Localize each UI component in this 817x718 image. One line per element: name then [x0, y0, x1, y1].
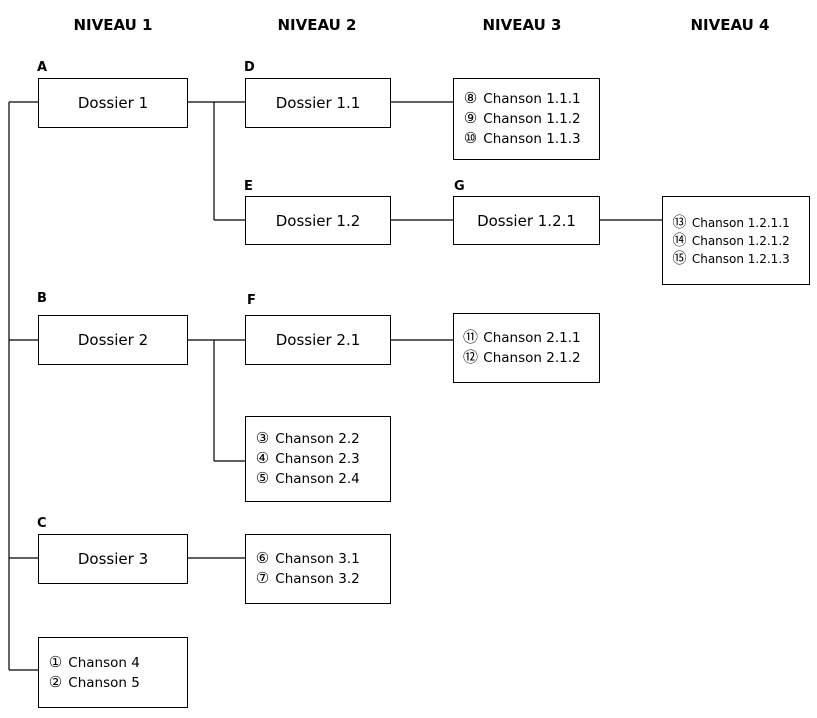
list-item[interactable]: ② Chanson 5 [47, 673, 187, 693]
folder-name: Dossier 1 [77, 94, 149, 112]
header-niveau-3: NIVEAU 3 [482, 16, 562, 34]
list-item[interactable]: ⑨ Chanson 1.1.2 [462, 109, 599, 129]
song-title: Chanson 3.2 [275, 571, 360, 587]
song-number-badge: ③ [255, 429, 270, 447]
folder-letter-e: E [244, 179, 253, 194]
song-title: Chanson 4 [68, 654, 140, 671]
list-item[interactable]: ⑭ Chanson 1.2.1.2 [671, 232, 809, 250]
list-item[interactable]: ⑫ Chanson 2.1.2 [462, 348, 599, 368]
song-title: Chanson 3.1 [275, 551, 360, 567]
list-item[interactable]: ⑪ Chanson 2.1.1 [462, 328, 599, 348]
song-number-badge: ⑤ [255, 469, 270, 487]
song-title: Chanson 2.2 [275, 431, 360, 447]
list-item[interactable]: ⑧ Chanson 1.1.1 [462, 89, 599, 109]
song-list-dossier-1-1: ⑧ Chanson 1.1.1 ⑨ Chanson 1.1.2 ⑩ Chanso… [453, 78, 600, 160]
song-title: Chanson 1.2.1.3 [691, 251, 790, 266]
list-item[interactable]: ⑮ Chanson 1.2.1.3 [671, 250, 809, 268]
song-number-badge: ⑥ [255, 549, 270, 567]
list-item[interactable]: ① Chanson 4 [47, 653, 187, 673]
song-title: Chanson 2.3 [275, 451, 360, 467]
folder-name: Dossier 1.2.1 [477, 211, 576, 230]
header-niveau-4: NIVEAU 4 [690, 16, 770, 34]
song-number-badge: ⑮ [672, 250, 687, 267]
song-number-badge: ⑬ [672, 214, 687, 231]
song-number-badge: ④ [255, 449, 270, 467]
folder-name: Dossier 1.1 [275, 94, 361, 112]
song-title: Chanson 1.2.1.2 [691, 233, 790, 248]
folder-dossier-1-2-1[interactable]: Dossier 1.2.1 [453, 196, 600, 245]
list-item[interactable]: ⑩ Chanson 1.1.3 [462, 129, 599, 149]
folder-name: Dossier 3 [77, 550, 149, 568]
song-list-root: ① Chanson 4 ② Chanson 5 [38, 637, 188, 708]
folder-dossier-1-1[interactable]: Dossier 1.1 [245, 78, 391, 128]
folder-letter-b: B [37, 291, 47, 306]
folder-letter-a: A [37, 60, 48, 75]
song-number-badge: ② [48, 672, 63, 691]
song-list-dossier-2: ③ Chanson 2.2 ④ Chanson 2.3 ⑤ Chanson 2.… [245, 416, 391, 502]
song-title: Chanson 5 [68, 674, 140, 691]
folder-letter-f: F [247, 293, 256, 308]
song-title: Chanson 1.1.3 [483, 131, 581, 147]
folder-dossier-1-2[interactable]: Dossier 1.2 [245, 196, 391, 245]
header-niveau-1: NIVEAU 1 [73, 16, 153, 34]
song-list-dossier-3: ⑥ Chanson 3.1 ⑦ Chanson 3.2 [245, 534, 391, 604]
song-title: Chanson 1.1.2 [483, 111, 581, 127]
folder-dossier-2[interactable]: Dossier 2 [38, 315, 188, 365]
song-title: Chanson 1.1.1 [483, 91, 581, 107]
header-niveau-2: NIVEAU 2 [277, 16, 357, 34]
list-item[interactable]: ③ Chanson 2.2 [254, 429, 390, 449]
song-title: Chanson 2.1.1 [483, 330, 581, 346]
folder-letter-c: C [37, 516, 47, 531]
folder-name: Dossier 1.2 [275, 211, 361, 230]
list-item[interactable]: ⑤ Chanson 2.4 [254, 469, 390, 489]
song-number-badge: ① [48, 652, 63, 671]
song-title: Chanson 2.1.2 [483, 350, 581, 366]
list-item[interactable]: ⑥ Chanson 3.1 [254, 549, 390, 569]
song-list-dossier-1-2-1: ⑬ Chanson 1.2.1.1 ⑭ Chanson 1.2.1.2 ⑮ Ch… [662, 196, 810, 285]
song-number-badge: ⑦ [255, 569, 270, 587]
song-title: Chanson 1.2.1.1 [691, 215, 790, 230]
folder-name: Dossier 2.1 [275, 331, 361, 349]
list-item[interactable]: ④ Chanson 2.3 [254, 449, 390, 469]
list-item[interactable]: ⑬ Chanson 1.2.1.1 [671, 214, 809, 232]
list-item[interactable]: ⑦ Chanson 3.2 [254, 569, 390, 589]
folder-name: Dossier 2 [77, 331, 149, 349]
song-number-badge: ⑪ [462, 328, 478, 346]
folder-dossier-1[interactable]: Dossier 1 [38, 78, 188, 128]
song-number-badge: ⑧ [463, 89, 478, 107]
song-number-badge: ⑨ [463, 109, 478, 127]
song-number-badge: ⑩ [463, 129, 478, 147]
song-number-badge: ⑫ [462, 348, 478, 366]
song-title: Chanson 2.4 [275, 471, 360, 487]
folder-dossier-2-1[interactable]: Dossier 2.1 [245, 315, 391, 365]
song-list-dossier-2-1: ⑪ Chanson 2.1.1 ⑫ Chanson 2.1.2 [453, 313, 600, 383]
song-number-badge: ⑭ [672, 232, 687, 249]
folder-letter-g: G [454, 179, 465, 194]
folder-letter-d: D [244, 60, 255, 75]
folder-dossier-3[interactable]: Dossier 3 [38, 534, 188, 584]
